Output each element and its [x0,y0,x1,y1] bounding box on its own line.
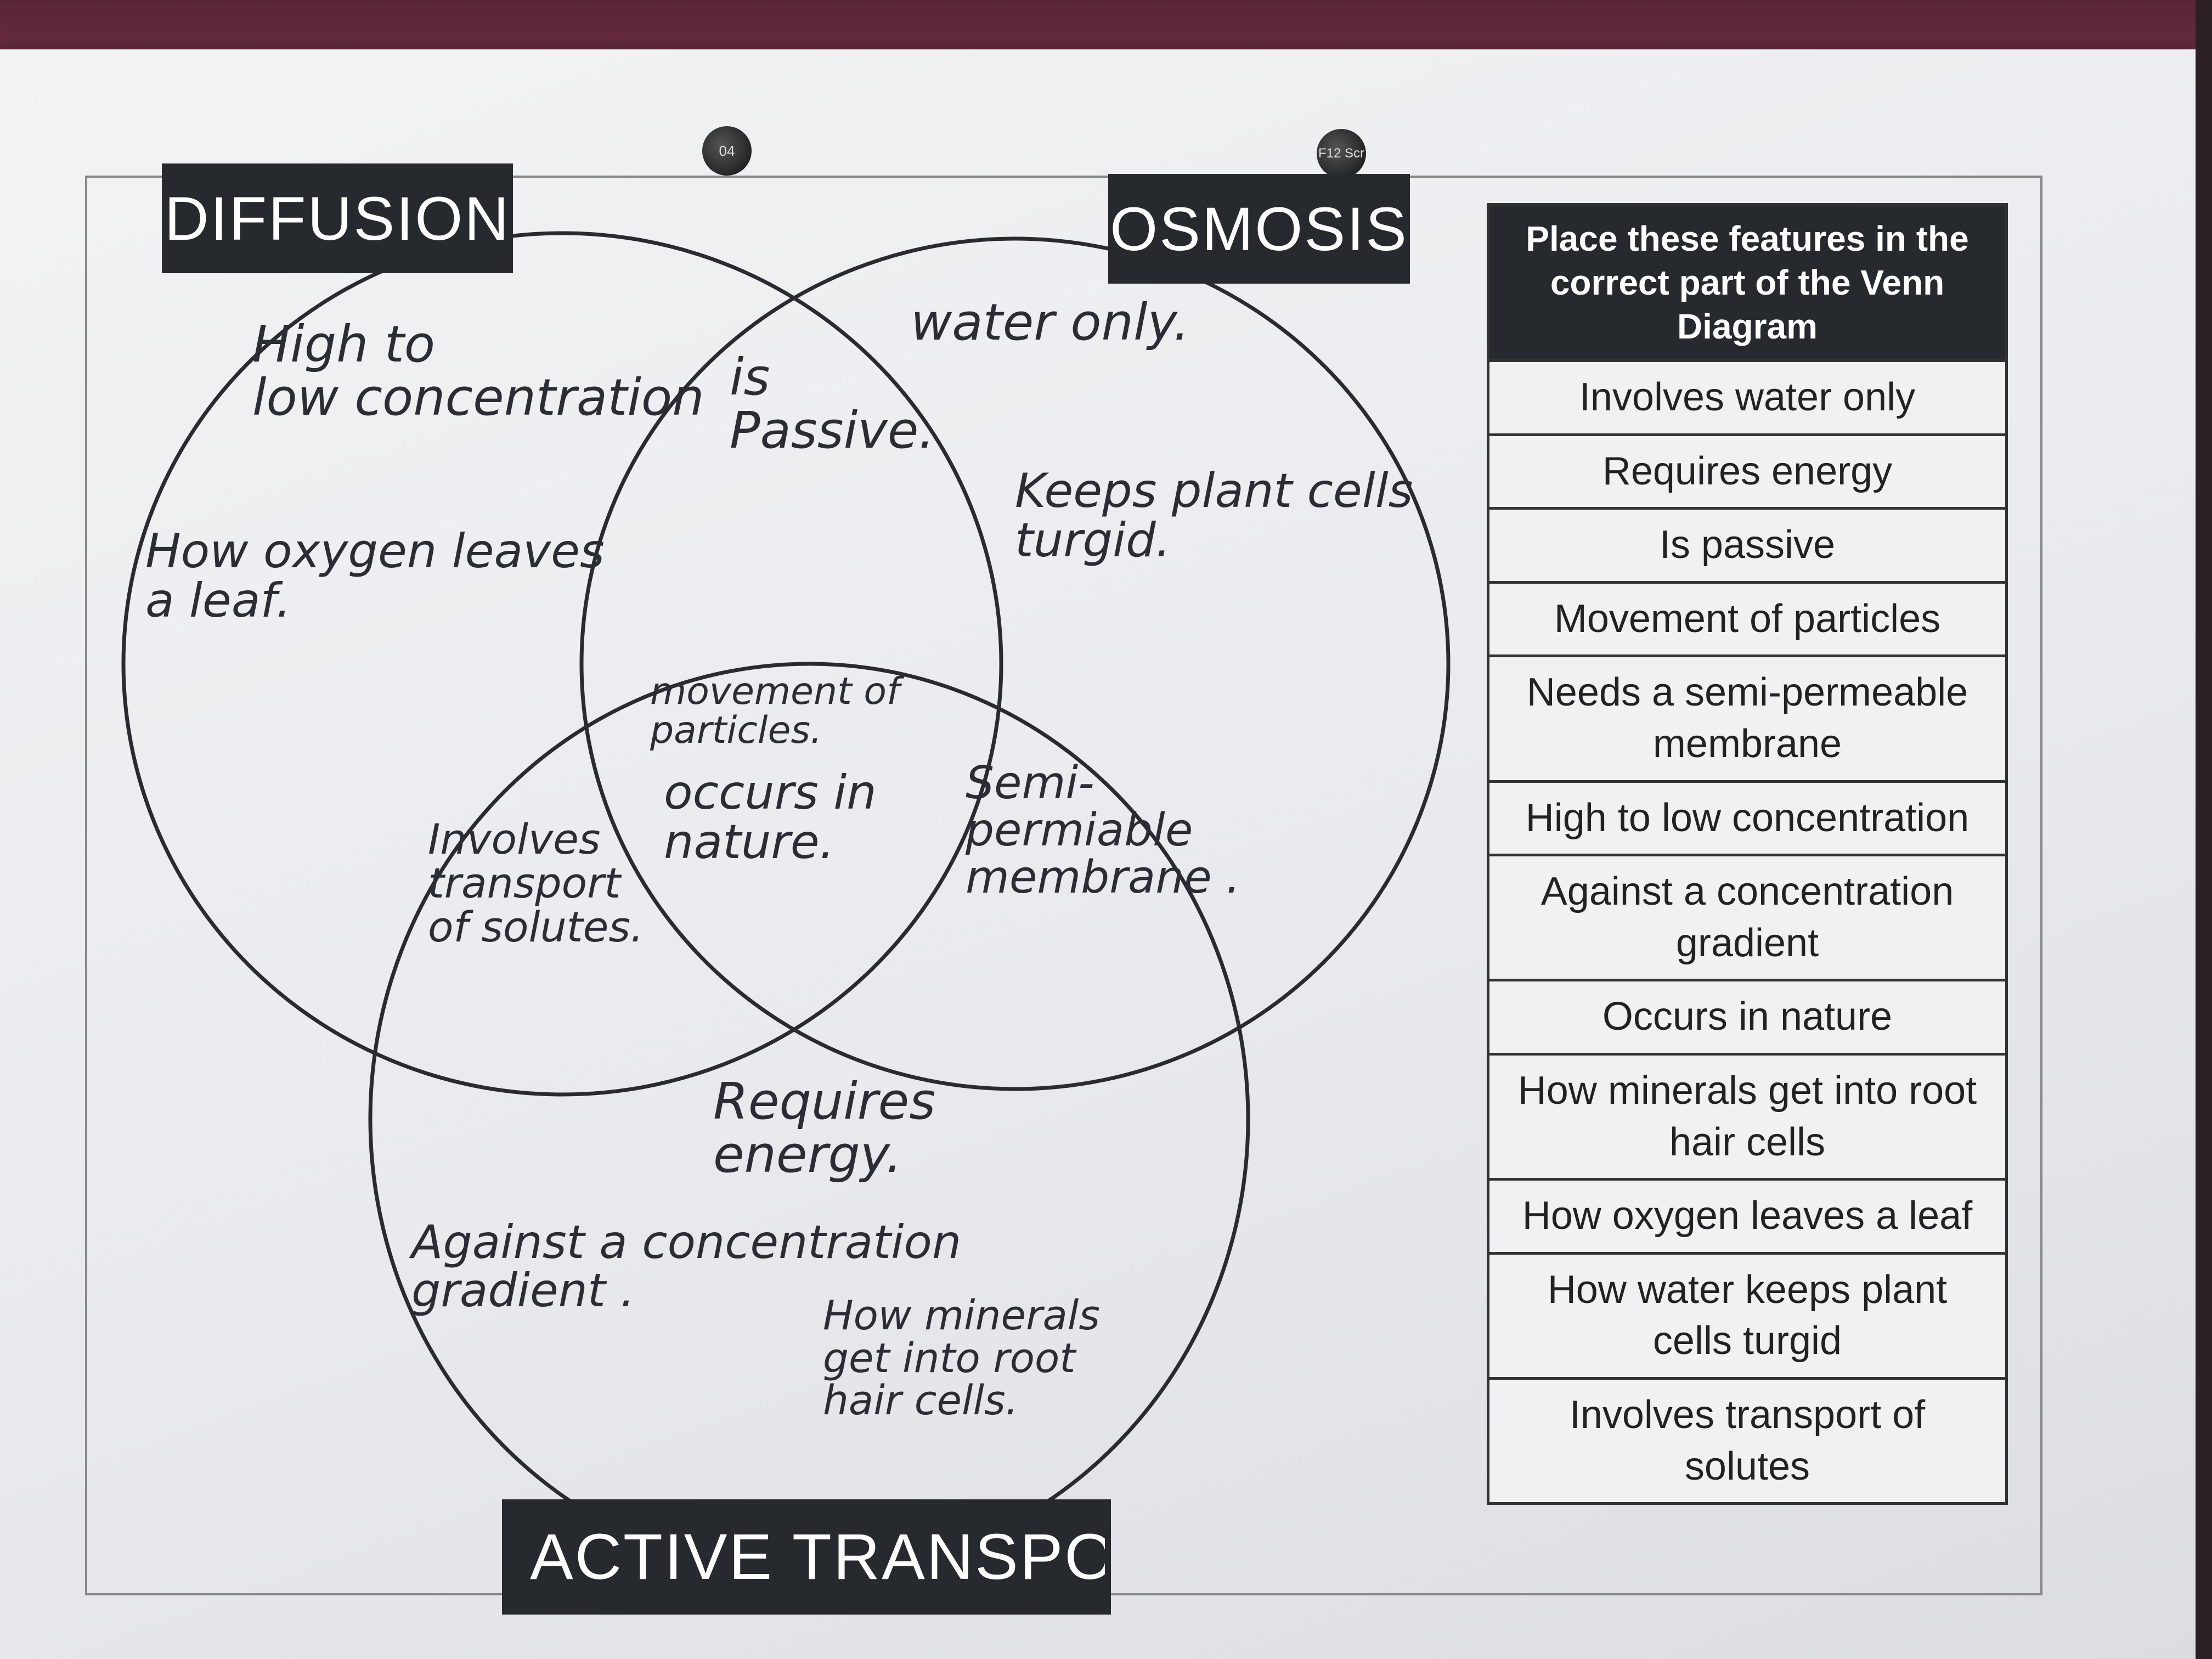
features-row: Occurs in nature [1489,979,2005,1053]
active-transport-title-text: ACTIVE TRANSPORT [530,1521,1105,1593]
osmosis-circle [579,236,1451,1091]
features-row: How oxygen leaves a leaf [1489,1178,2005,1252]
diffusion-circle [121,231,1003,1097]
features-row: Requires energy [1489,433,2005,507]
features-row: Involves water only [1489,359,2005,433]
note-against-gradient: Against a concentration gradient . [411,1215,962,1318]
features-row: Movement of particles [1489,580,2005,655]
osmosis-title-text: OSMOSIS [1110,194,1408,263]
note-is-passive: is Passive. [730,348,935,460]
features-row: How minerals get into root hair cells [1489,1052,2005,1178]
features-row: High to low concentration [1489,780,2005,854]
diffusion-title: DIFFUSION [162,163,513,273]
features-table-header: Place these features in the correct part… [1489,206,2005,359]
note-high-to-low: High to low concentration [252,315,704,427]
features-row: Against a concentration gradient [1489,854,2005,979]
note-transport-solutes: Involves transport of solutes. [428,815,644,951]
diffusion-title-text: DIFFUSION [164,184,511,253]
osmosis-title: OSMOSIS [1108,174,1410,284]
features-row: Involves transport of solutes [1489,1376,2005,1502]
note-oxygen-leaf: How oxygen leaves a leaf. [145,524,605,629]
note-occurs-nature: occurs in nature. [664,765,877,870]
background-edge [2196,0,2212,1659]
note-semi-permeable: Semi- permiable membrane . [966,757,1240,904]
pin-left-label: 04 [719,142,735,159]
note-turgid: Keeps plant cells turgid. [1015,464,1413,568]
features-row: Is passive [1489,507,2005,581]
pin-right-label: F12 Scr [1318,146,1365,161]
note-minerals-root: How minerals get into root hair cells. [823,1292,1100,1425]
note-water-only: water only. [911,293,1190,352]
note-requires-energy: Requires energy. [713,1072,936,1184]
pin-right: F12 Scr [1317,129,1366,178]
features-table: Place these features in the correct part… [1487,203,2008,1505]
note-movement-particles: movement of particles. [650,670,900,753]
features-row: Needs a semi-permeable membrane [1489,654,2005,780]
pin-left: 04 [702,126,752,176]
features-row: How water keeps plant cells turgid [1489,1251,2005,1377]
active-transport-title: ACTIVE TRANSPORT [502,1499,1111,1615]
